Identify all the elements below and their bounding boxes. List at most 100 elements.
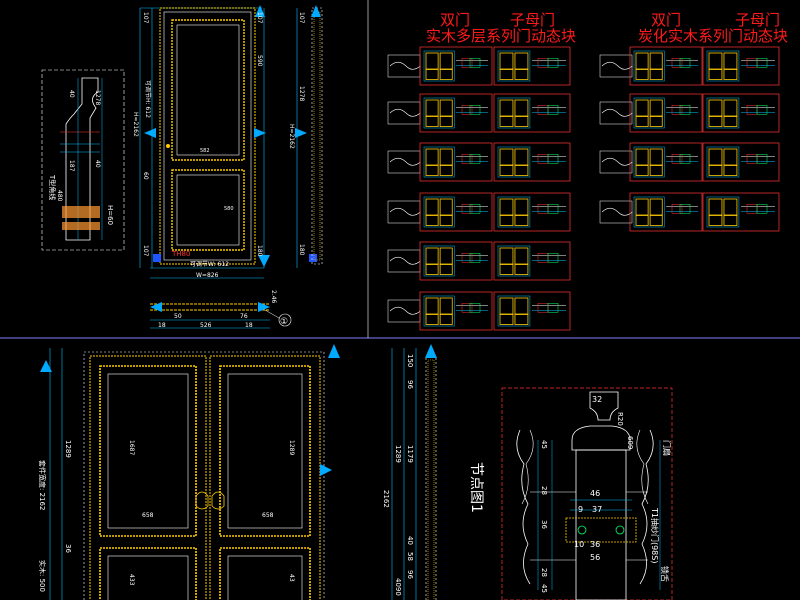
door-block-thumbnail[interactable] xyxy=(493,192,571,232)
profile-icon xyxy=(387,150,421,174)
profile-dim-label: 40 xyxy=(94,160,101,168)
dim-label: 582 xyxy=(200,148,210,154)
door-block-thumbnail[interactable] xyxy=(493,46,571,86)
grip-arrow-icon xyxy=(40,360,52,372)
door-block-thumbnail[interactable] xyxy=(702,93,780,133)
door-block-thumbnail[interactable] xyxy=(419,93,493,133)
dim-label: 180 xyxy=(256,245,263,257)
vertical-label: 套件宽度: 2162 xyxy=(38,460,47,510)
dim-label: 60 xyxy=(142,172,149,180)
title-solid-wood-series: 实木多层系列门动态块 xyxy=(426,27,577,45)
single-door-elevation: TH80 W=826 可调节W: 612 H=2162 可调节H: 612 10… xyxy=(132,5,317,279)
profile-side-label: T型角线 xyxy=(48,174,57,200)
door-block-thumbnail[interactable] xyxy=(702,46,780,86)
single-door-plan: ① 50 76 2.46 18 526 18 xyxy=(150,290,292,329)
dim-label: 180 xyxy=(298,244,305,256)
profile-detail: T型角线 40 1278 187 40 480 H=60 xyxy=(41,69,125,251)
node-dim: 28 xyxy=(540,568,548,577)
dim-label: 4090 xyxy=(394,578,402,596)
node-dim: 45 xyxy=(540,584,548,593)
profile-icon xyxy=(387,101,421,125)
profile-icon xyxy=(387,54,421,78)
door-block-thumbnail[interactable] xyxy=(493,241,571,281)
dim-label: 40 xyxy=(406,536,414,545)
grip-arrow-icon xyxy=(255,5,265,17)
door-block-thumbnail[interactable] xyxy=(493,93,571,133)
node-dim: 32 xyxy=(592,395,602,404)
block-library xyxy=(387,46,780,331)
node-dim: 28 xyxy=(540,486,548,495)
dim-label: 96 xyxy=(406,380,414,389)
door-block-thumbnail[interactable] xyxy=(702,192,780,232)
dim-label: 18 xyxy=(245,322,253,329)
title-solid-wood-mother-son: 子母门 xyxy=(510,11,556,29)
grip-arrow-icon xyxy=(254,128,266,138)
door-block-thumbnail[interactable] xyxy=(629,93,703,133)
node-detail: 节点图1 32 R20 45 609 28 46 37 9 10 36 56 3… xyxy=(468,387,673,600)
door-block-thumbnail[interactable] xyxy=(419,192,493,232)
dim-label: 1289 xyxy=(288,440,295,455)
dim-label: 107 xyxy=(298,12,305,24)
title-carbonized-mother-son: 子母门 xyxy=(735,11,781,29)
grip-arrow-icon xyxy=(258,302,270,312)
node-dim: 45 xyxy=(540,440,548,449)
door-block-thumbnail[interactable] xyxy=(419,142,493,182)
door-block-thumbnail[interactable] xyxy=(419,46,493,86)
title-carbonized-series: 炭化实木系列门动态块 xyxy=(638,27,789,45)
node-dim: 36 xyxy=(540,520,548,529)
door-block-thumbnail[interactable] xyxy=(629,142,703,182)
dim-label: 50 xyxy=(174,313,182,320)
dim-label: 43 xyxy=(288,574,295,582)
title-carbonized-double: 双门 xyxy=(651,11,682,29)
node-callout: T1抽纱门(98S) xyxy=(650,507,660,563)
profile-dim-label: 480 xyxy=(56,190,63,202)
door-block-thumbnail[interactable] xyxy=(629,46,703,86)
door-block-thumbnail[interactable] xyxy=(493,291,571,331)
dim-label: 1179 xyxy=(406,445,414,463)
door-block-thumbnail[interactable] xyxy=(493,142,571,182)
node-callout: 锁舌 xyxy=(660,566,670,582)
node-dim: 609 xyxy=(626,436,634,449)
door-block-thumbnail[interactable] xyxy=(419,291,493,331)
dim-label: 1687 xyxy=(128,440,135,455)
dim-label: 2.46 xyxy=(270,290,277,304)
profile-icon xyxy=(387,249,421,273)
node-dim: 46 xyxy=(590,489,600,498)
node-dim: 56 xyxy=(590,553,600,562)
viewport-borders xyxy=(0,0,800,339)
grip-arrow-icon xyxy=(328,344,340,358)
profile-icon xyxy=(599,200,633,224)
double-door-section: 150 96 1289 1179 2162 40 58 96 4090 xyxy=(382,344,437,600)
adjust-width-label: 可调节W: 612 xyxy=(190,260,229,268)
dim-label: 580 xyxy=(224,206,234,212)
dim-label: 107 xyxy=(142,245,149,257)
node-callout: 门扇 xyxy=(662,440,672,456)
dim-label: 658 xyxy=(262,512,274,519)
dim-label: 107 xyxy=(142,12,149,24)
dim-label: 76 xyxy=(240,313,248,320)
callout-number: ① xyxy=(280,317,288,327)
dim-label: 96 xyxy=(406,570,414,579)
door-block-thumbnail[interactable] xyxy=(419,241,493,281)
profile-dim-label: 187 xyxy=(68,160,75,172)
node-dim: 37 xyxy=(592,505,602,514)
dim-label: 1278 xyxy=(298,86,305,101)
dim-label: 658 xyxy=(142,512,154,519)
node-dim: 9 xyxy=(578,505,583,514)
door-block-thumbnail[interactable] xyxy=(629,192,703,232)
single-door-section: 107 1278 H=2162 180 xyxy=(288,5,323,268)
adjust-height-label: 可调节H: 612 xyxy=(144,80,152,118)
dim-label: 526 xyxy=(200,322,212,329)
width-label: W=826 xyxy=(196,272,219,279)
dim-label: 433 xyxy=(128,574,135,586)
dim-label: 1289 xyxy=(394,445,402,463)
profile-dim-label: 1278 xyxy=(94,90,101,105)
grip-arrow-icon xyxy=(258,255,270,267)
profile-icon xyxy=(599,101,633,125)
profile-icon xyxy=(387,299,421,323)
grip-arrow-icon xyxy=(144,128,156,138)
door-block-thumbnail[interactable] xyxy=(702,142,780,182)
node-detail-title: 节点图1 xyxy=(468,462,484,513)
node-dim: R20 xyxy=(616,412,624,426)
